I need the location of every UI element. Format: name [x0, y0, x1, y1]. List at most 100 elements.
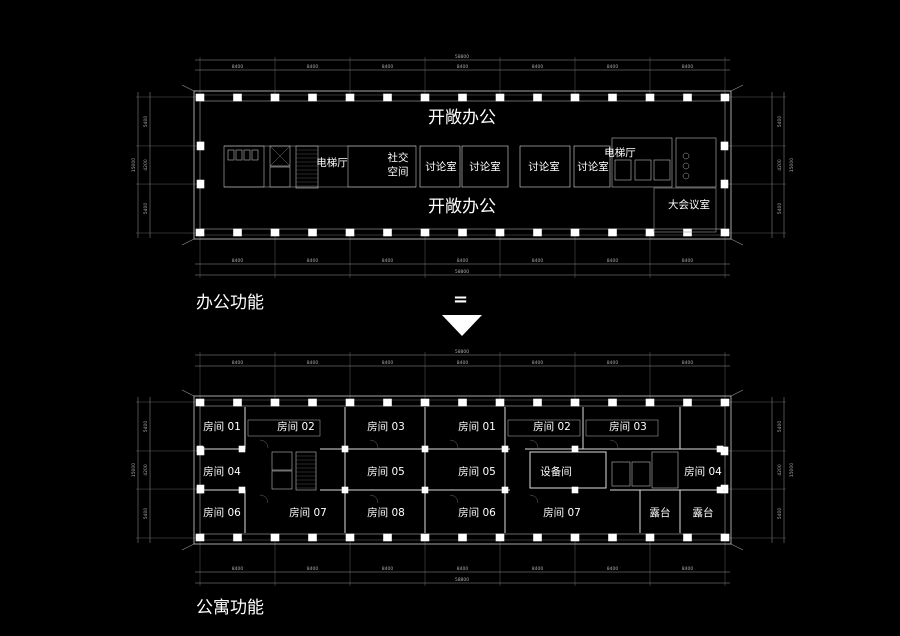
label-room-01-b: 房间 01	[458, 420, 496, 433]
dim-bay: 8400	[682, 566, 694, 572]
equipment-room	[529, 451, 607, 489]
elevator-shaft	[271, 470, 293, 490]
toilet-core-right	[675, 137, 717, 188]
label-room-02-a: 房间 02	[277, 420, 315, 433]
column	[420, 93, 430, 102]
dim-overall: 58800	[455, 269, 469, 275]
elevator-hall-right	[611, 137, 673, 188]
label-equipment-room: 设备间	[540, 465, 572, 478]
door-arc	[259, 439, 269, 449]
column	[195, 228, 205, 237]
interior-column	[571, 486, 579, 494]
fixture	[235, 149, 243, 161]
caption-office-function: 办公功能	[196, 293, 264, 313]
interior-column	[196, 486, 204, 494]
column	[345, 398, 355, 407]
door-arc	[369, 439, 379, 449]
column	[420, 228, 430, 237]
discussion-room	[519, 145, 571, 188]
dim-bay: 8400	[232, 360, 244, 366]
dim-side-total: 15000	[789, 158, 795, 172]
dim-side: 5400	[777, 508, 783, 520]
fixture	[227, 149, 235, 161]
corner-line	[181, 543, 195, 551]
interior-column	[341, 486, 349, 494]
column	[308, 533, 317, 542]
dim-bay: 8400	[382, 360, 394, 366]
interior-column	[238, 445, 246, 453]
column	[570, 398, 580, 407]
dim-bay: 8400	[532, 566, 544, 572]
column	[683, 398, 692, 407]
corner-line	[181, 84, 195, 92]
dim-bay: 8400	[532, 258, 544, 264]
interior-column	[716, 486, 724, 494]
dim-side: 5400	[777, 421, 783, 433]
dim-bay: 8400	[457, 258, 469, 264]
column	[495, 93, 505, 102]
column	[683, 93, 692, 102]
interior-column	[571, 445, 579, 453]
door-arc	[449, 439, 459, 449]
corridor-notch	[507, 419, 581, 437]
column	[196, 179, 205, 189]
column	[645, 398, 655, 407]
interior-column	[341, 445, 349, 453]
label-room-05-a: 房间 05	[367, 465, 405, 478]
column	[345, 228, 355, 237]
dim-bay: 8400	[382, 64, 394, 70]
elevator-shaft	[271, 451, 293, 471]
column	[270, 533, 280, 542]
discussion-room	[419, 145, 461, 188]
dim-side: 5400	[143, 203, 149, 215]
corner-line	[181, 389, 195, 397]
label-room-08: 房间 08	[367, 506, 405, 519]
door-arc	[529, 439, 539, 449]
dim-bay: 8400	[382, 258, 394, 264]
column	[308, 93, 317, 102]
interior-column	[716, 445, 724, 453]
dim-bay: 8400	[457, 360, 469, 366]
dim-side-total: 15000	[131, 463, 137, 477]
door-arc	[259, 494, 269, 504]
column	[233, 398, 242, 407]
elevator-shaft	[614, 159, 632, 181]
label-discussion-room-2: 讨论室	[469, 160, 501, 173]
interior-column	[196, 445, 204, 453]
dim-bay: 8400	[307, 566, 319, 572]
meeting-room	[653, 187, 717, 233]
label-room-03-a: 房间 03	[367, 420, 405, 433]
dim-side-total: 15000	[131, 158, 137, 172]
column	[720, 93, 730, 102]
elevator-shaft	[631, 461, 651, 487]
dim-overall: 58800	[455, 349, 469, 355]
door-arc	[529, 494, 539, 504]
dim-overall: 58800	[455, 577, 469, 583]
dim-side: 5400	[777, 203, 783, 215]
dim-bay: 8400	[532, 64, 544, 70]
column	[720, 533, 730, 542]
column	[495, 533, 505, 542]
column	[195, 93, 205, 102]
corner-line	[730, 389, 744, 397]
elevator-shaft	[634, 159, 652, 181]
dim-bay: 8400	[307, 64, 319, 70]
column	[383, 398, 392, 407]
column	[570, 533, 580, 542]
column	[533, 533, 542, 542]
column	[570, 93, 580, 102]
dim-bay: 8400	[457, 566, 469, 572]
dim-bay: 8400	[682, 360, 694, 366]
dim-side: 5400	[143, 508, 149, 520]
corner-line	[181, 238, 195, 246]
column	[683, 228, 692, 237]
corridor-notch	[585, 419, 659, 437]
dim-side: 4200	[143, 464, 149, 476]
door-arc	[369, 494, 379, 504]
toilet-core-left	[223, 145, 265, 188]
column	[533, 398, 542, 407]
fixture	[251, 149, 259, 161]
dim-side: 4200	[777, 159, 783, 171]
